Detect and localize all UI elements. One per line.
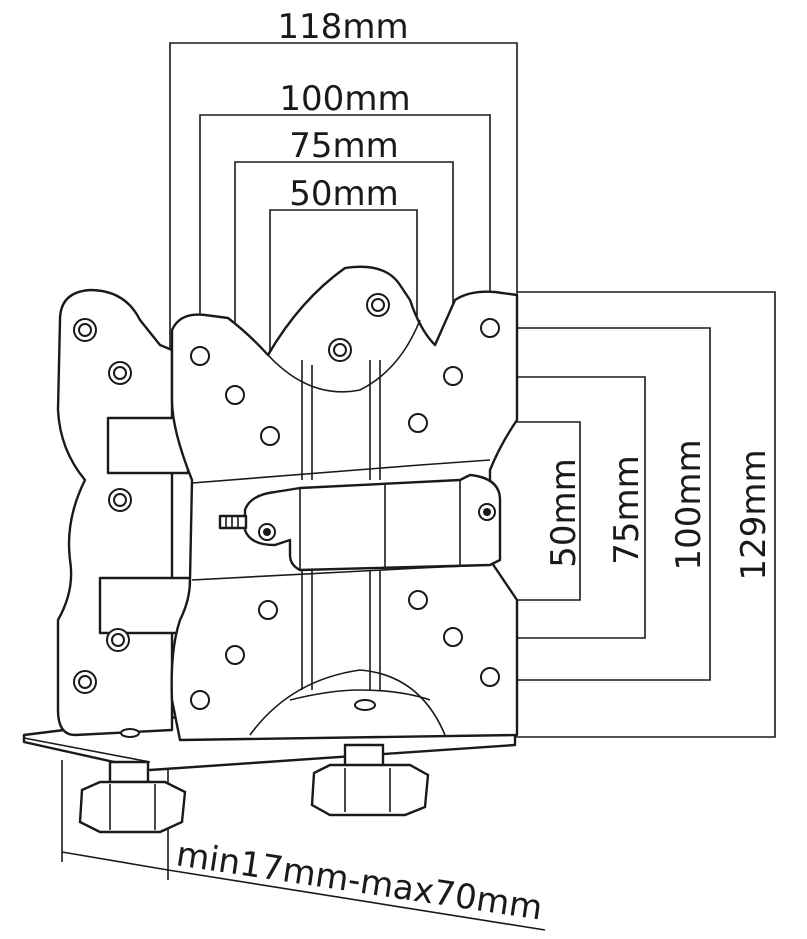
bracket-illustration — [22, 265, 519, 834]
dim-118mm-label: 118mm — [277, 7, 408, 47]
dim-129mm-vertical-label: 129mm — [734, 449, 774, 580]
dim-75mm-vertical-label: 75mm — [607, 455, 647, 565]
dim-50mm-vertical-label: 50mm — [544, 458, 584, 568]
lower-tab — [98, 576, 192, 635]
left-knob — [78, 760, 187, 834]
rear-plate — [56, 288, 174, 737]
dim-100mm-label: 100mm — [279, 79, 410, 119]
clamp-range-label: min17mm-max70mm — [174, 834, 545, 928]
dim-75mm-label: 75mm — [289, 126, 399, 166]
dim-100mm-vertical-label: 100mm — [669, 439, 709, 570]
dim-50mm-label: 50mm — [289, 174, 399, 214]
mounting-holes — [73, 293, 500, 738]
right-knob — [310, 743, 430, 817]
clamp-strap — [243, 473, 502, 572]
